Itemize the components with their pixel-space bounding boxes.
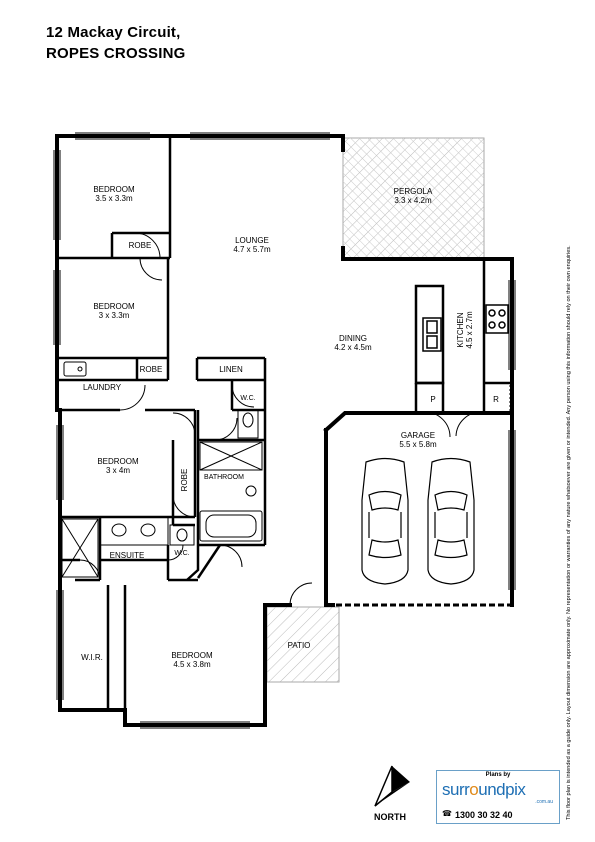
car-right [427, 457, 475, 585]
dining-dims: 4.2 x 4.5m [334, 343, 372, 352]
kitchen-name: KITCHEN [456, 312, 465, 347]
door-swings [79, 232, 482, 606]
ensuite-label: ENSUITE [110, 551, 145, 560]
wet-area-fixtures [61, 361, 263, 578]
bedroom2-dims: 3 x 3.3m [99, 311, 130, 320]
phone-number: 1300 30 32 40 [455, 810, 513, 820]
lounge-name: LOUNGE [235, 236, 269, 245]
phone-icon: ☎ [442, 809, 452, 818]
fridge-label: R [493, 395, 499, 404]
north-arrow-icon [374, 765, 410, 807]
disclaimer-text: This floor plan is intended as a guide o… [566, 245, 572, 820]
bedroom2-name: BEDROOM [93, 302, 135, 311]
address-line-1: 12 Mackay Circuit, [46, 24, 181, 41]
garage-name: GARAGE [401, 431, 435, 440]
wc2-label: W.C. [174, 550, 189, 557]
wc1-label: W.C. [240, 395, 255, 402]
kitchen-dims: 4.5 x 2.7m [465, 311, 474, 349]
patio-label: PATIO [288, 641, 311, 650]
surroundpix-logo: Plans by surroundpix .com.au ☎ 1300 30 3… [436, 770, 560, 824]
brand-domain: .com.au [535, 799, 553, 805]
north-label: NORTH [374, 812, 406, 822]
robe1-label: ROBE [129, 241, 152, 250]
interior-walls [57, 136, 510, 710]
wir-label: W.I.R. [81, 653, 103, 662]
bedroom4-dims: 4.5 x 3.8m [173, 660, 211, 669]
bedroom1-dims: 3.5 x 3.3m [95, 194, 133, 203]
bedroom4-name: BEDROOM [171, 651, 213, 660]
bedroom3-dims: 3 x 4m [106, 466, 130, 475]
fridge-space [483, 382, 511, 413]
disclaimer: This floor plan is intended as a guide o… [562, 245, 574, 820]
address-line-2: ROPES CROSSING [46, 45, 186, 62]
garage-dims: 5.5 x 5.8m [399, 440, 437, 449]
pergola-name: PERGOLA [394, 187, 433, 196]
brand-name: surroundpix [442, 780, 526, 799]
pergola-dims: 3.3 x 4.2m [394, 196, 432, 205]
robe2-label: ROBE [140, 365, 163, 374]
car-left [361, 457, 409, 585]
kitchen-fixtures [422, 304, 509, 352]
dining-name: DINING [339, 334, 367, 343]
bathroom-label: BATHROOM [204, 474, 244, 481]
linen-label: LINEN [219, 365, 243, 374]
lounge-dims: 4.7 x 5.7m [233, 245, 271, 254]
windows [53, 132, 516, 729]
bedroom1-name: BEDROOM [93, 185, 135, 194]
bedroom3-name: BEDROOM [97, 457, 139, 466]
pantry-label: P [430, 395, 435, 404]
plans-by-label: Plans by [485, 772, 511, 778]
laundry-label: LAUNDRY [83, 383, 122, 392]
robe3-label: ROBE [180, 469, 189, 492]
